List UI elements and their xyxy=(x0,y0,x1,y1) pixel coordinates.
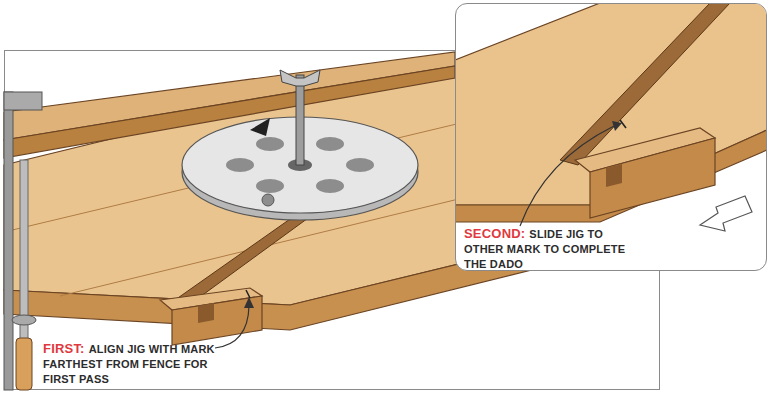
step-heading: FIRST: xyxy=(43,341,85,356)
callout-text: SECOND:SLIDE JIG TO OTHER MARK TO COMPLE… xyxy=(464,226,644,271)
callout-text: FIRST:ALIGN JIG WITH MARK FARTHEST FROM … xyxy=(43,341,233,386)
inset-panel: SECOND:SLIDE JIG TO OTHER MARK TO COMPLE… xyxy=(455,3,767,271)
step-heading: SECOND: xyxy=(464,226,525,241)
